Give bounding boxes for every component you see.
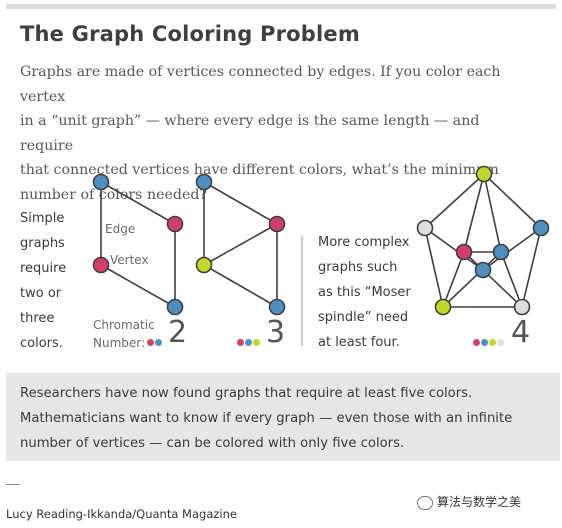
palette-dot-gray	[497, 339, 504, 346]
vertex-label: Vertex	[110, 253, 149, 267]
graph3-edge-8	[463, 251, 523, 308]
callout-line: number of vertices — can be colored with…	[20, 436, 405, 451]
complex-graphs-caption: More complex graphs such as this “Moser …	[318, 230, 411, 355]
graph3-edge-3	[521, 227, 542, 308]
graph3-edge-12	[442, 251, 465, 308]
image-credit: Lucy Reading-Ikkanda/Quanta Magazine	[6, 507, 237, 521]
palette-dot-blue	[155, 339, 162, 346]
graph3-edge-2	[424, 227, 444, 308]
color-dots-g2	[237, 339, 261, 347]
top-divider	[6, 4, 556, 9]
graph3-vertex-1-gray	[416, 219, 434, 237]
caption-line: Simple	[20, 211, 65, 226]
intro-line: Graphs are made of vertices connected by…	[20, 64, 501, 105]
graph3-edge-10	[424, 227, 484, 271]
graph3-edge-13	[500, 251, 523, 308]
graph2-vertex-0-blue	[195, 173, 213, 191]
caption-line: More complex	[318, 235, 410, 250]
caption-line: three	[20, 311, 55, 326]
watermark-text: 算法与数学之美	[437, 495, 522, 509]
intro-paragraph: Graphs are made of vertices connected by…	[20, 60, 535, 208]
graph3-vertex-6-blue	[474, 261, 492, 279]
wechat-icon	[417, 495, 433, 510]
caption-line: graphs	[20, 236, 65, 251]
graph1-vertex-0-blue	[92, 173, 110, 191]
color-dots-g1	[147, 339, 163, 347]
intro-line: number of colors needed?	[20, 186, 208, 203]
intro-line: that connected vertices have different c…	[20, 162, 499, 179]
graph2-vertex-1-red	[268, 215, 286, 233]
graph1-vertex-3-blue	[166, 298, 184, 316]
graph3-vertex-2-blue	[532, 219, 550, 237]
palette-dot-green	[253, 339, 260, 346]
graph3-edge-6	[483, 173, 502, 253]
graph2-vertex-2-green	[195, 256, 213, 274]
watermark: 算法与数学之美	[417, 493, 521, 510]
graph3-edge-5	[463, 173, 485, 253]
chromatic-number-2: 2	[168, 315, 188, 350]
palette-dot-green	[489, 339, 496, 346]
graph3-edge-9	[442, 251, 502, 308]
graph3-vertex-7-gray	[513, 298, 531, 316]
graph1-vertex-1-red	[166, 215, 184, 233]
palette-dot-blue	[245, 339, 252, 346]
caption-line: at least four.	[318, 335, 400, 350]
chromatic-number-4: 4	[511, 315, 531, 350]
simple-graphs-caption: Simple graphs require two or three color…	[20, 206, 66, 356]
graph3-vertex-5-green	[434, 298, 452, 316]
number-label: Number:	[93, 336, 146, 350]
graph2-vertex-3-blue	[268, 298, 286, 316]
caption-line: as this “Moser	[318, 285, 411, 300]
callout-line: Mathematicians want to know if every gra…	[20, 411, 513, 426]
vertices-layer	[92, 165, 550, 316]
graph2-edge-0	[203, 181, 278, 225]
caption-line: graphs such	[318, 260, 398, 275]
graph3-edge-1	[483, 173, 542, 229]
color-dots-g3	[473, 339, 505, 347]
edge-label: Edge	[105, 222, 136, 236]
graph3-vertex-0-green	[475, 165, 493, 183]
graph1-vertex-2-red	[92, 256, 110, 274]
graph1-edge-2	[100, 264, 176, 308]
caption-line: colors.	[20, 336, 63, 351]
edges-layer	[100, 173, 542, 308]
chromatic-number-3: 3	[266, 315, 286, 350]
graph3-vertex-3-red	[455, 243, 473, 261]
callout-line: Researchers have now found graphs that r…	[20, 386, 473, 401]
page-title: The Graph Coloring Problem	[20, 22, 360, 46]
caption-line: require	[20, 261, 67, 276]
intro-line: in a “unit graph” — where every edge is …	[20, 113, 480, 154]
palette-dot-blue	[481, 339, 488, 346]
palette-dot-red	[147, 339, 154, 346]
graph3-edge-0	[424, 173, 485, 229]
graph2-edge-4	[203, 264, 278, 308]
research-callout: Researchers have now found graphs that r…	[6, 373, 560, 461]
palette-dot-red	[473, 339, 480, 346]
graph1-edge-0	[100, 181, 176, 225]
graph3-vertex-4-blue	[492, 243, 510, 261]
graphs-diagram	[92, 165, 550, 346]
caption-line: spindle” need	[318, 310, 409, 325]
graph2-edge-3	[203, 223, 278, 266]
graph3-edge-11	[482, 227, 542, 271]
chromatic-label: Chromatic	[93, 318, 155, 332]
palette-dot-red	[237, 339, 244, 346]
caption-line: two or	[20, 286, 62, 301]
credit-rule	[6, 484, 20, 485]
